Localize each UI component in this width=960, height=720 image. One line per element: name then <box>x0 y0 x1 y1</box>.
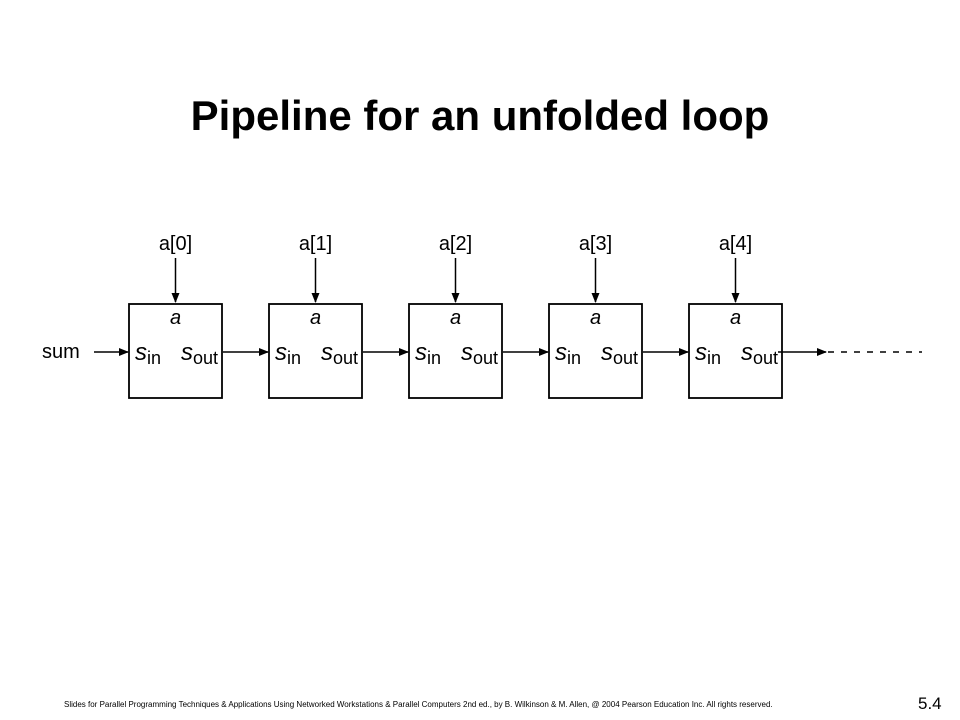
stage-input-label: a[0] <box>159 233 192 255</box>
stage-s-in-label: sin <box>275 339 301 368</box>
stage-s-in-label: sin <box>695 339 721 368</box>
stage-s-in-base: s <box>555 339 567 366</box>
stage-s-out-label: sout <box>461 339 498 368</box>
stage-s-out-label: sout <box>321 339 358 368</box>
stage-s-in-subscript: in <box>707 348 721 368</box>
stage-s-in-label: sin <box>555 339 581 368</box>
stage-s-out-base: s <box>741 339 753 366</box>
stage-s-out-label: sout <box>741 339 778 368</box>
stage-input-label: a[1] <box>299 233 332 255</box>
stage-box <box>688 303 783 399</box>
stage-s-out-subscript: out <box>613 348 638 368</box>
stage-input-label: a[2] <box>439 233 472 255</box>
stage-coefficient-label: a <box>450 307 461 329</box>
stage-coefficient-label: a <box>310 307 321 329</box>
slide-number: 5.4 <box>918 694 942 713</box>
stage-s-in-label: sin <box>415 339 441 368</box>
stage-input-label: a[4] <box>719 233 752 255</box>
stage-s-out-subscript: out <box>333 348 358 368</box>
stage-box <box>268 303 363 399</box>
stage-box <box>128 303 223 399</box>
stage-s-in-subscript: in <box>427 348 441 368</box>
stage-s-out-label: sout <box>601 339 638 368</box>
slide-title: Pipeline for an unfolded loop <box>190 92 770 139</box>
footer-copyright: Slides for Parallel Programming Techniqu… <box>64 700 773 709</box>
stage-s-out-base: s <box>181 339 193 366</box>
stage-s-out-subscript: out <box>473 348 498 368</box>
stage-s-in-base: s <box>135 339 147 366</box>
stage-input-label: a[3] <box>579 233 612 255</box>
stage-s-in-label: sin <box>135 339 161 368</box>
stage-s-in-subscript: in <box>147 348 161 368</box>
sum-label: sum <box>42 341 80 363</box>
stage-s-out-base: s <box>601 339 613 366</box>
stage-box <box>408 303 503 399</box>
stage-s-in-base: s <box>695 339 707 366</box>
stage-s-out-base: s <box>461 339 473 366</box>
stage-s-out-subscript: out <box>193 348 218 368</box>
stage-box <box>548 303 643 399</box>
stage-s-in-base: s <box>275 339 287 366</box>
stage-s-out-base: s <box>321 339 333 366</box>
stage-s-out-label: sout <box>181 339 218 368</box>
stage-coefficient-label: a <box>730 307 741 329</box>
stage-s-in-base: s <box>415 339 427 366</box>
stage-s-in-subscript: in <box>287 348 301 368</box>
stage-s-out-subscript: out <box>753 348 778 368</box>
stage-s-in-subscript: in <box>567 348 581 368</box>
stage-coefficient-label: a <box>590 307 601 329</box>
stage-coefficient-label: a <box>170 307 181 329</box>
